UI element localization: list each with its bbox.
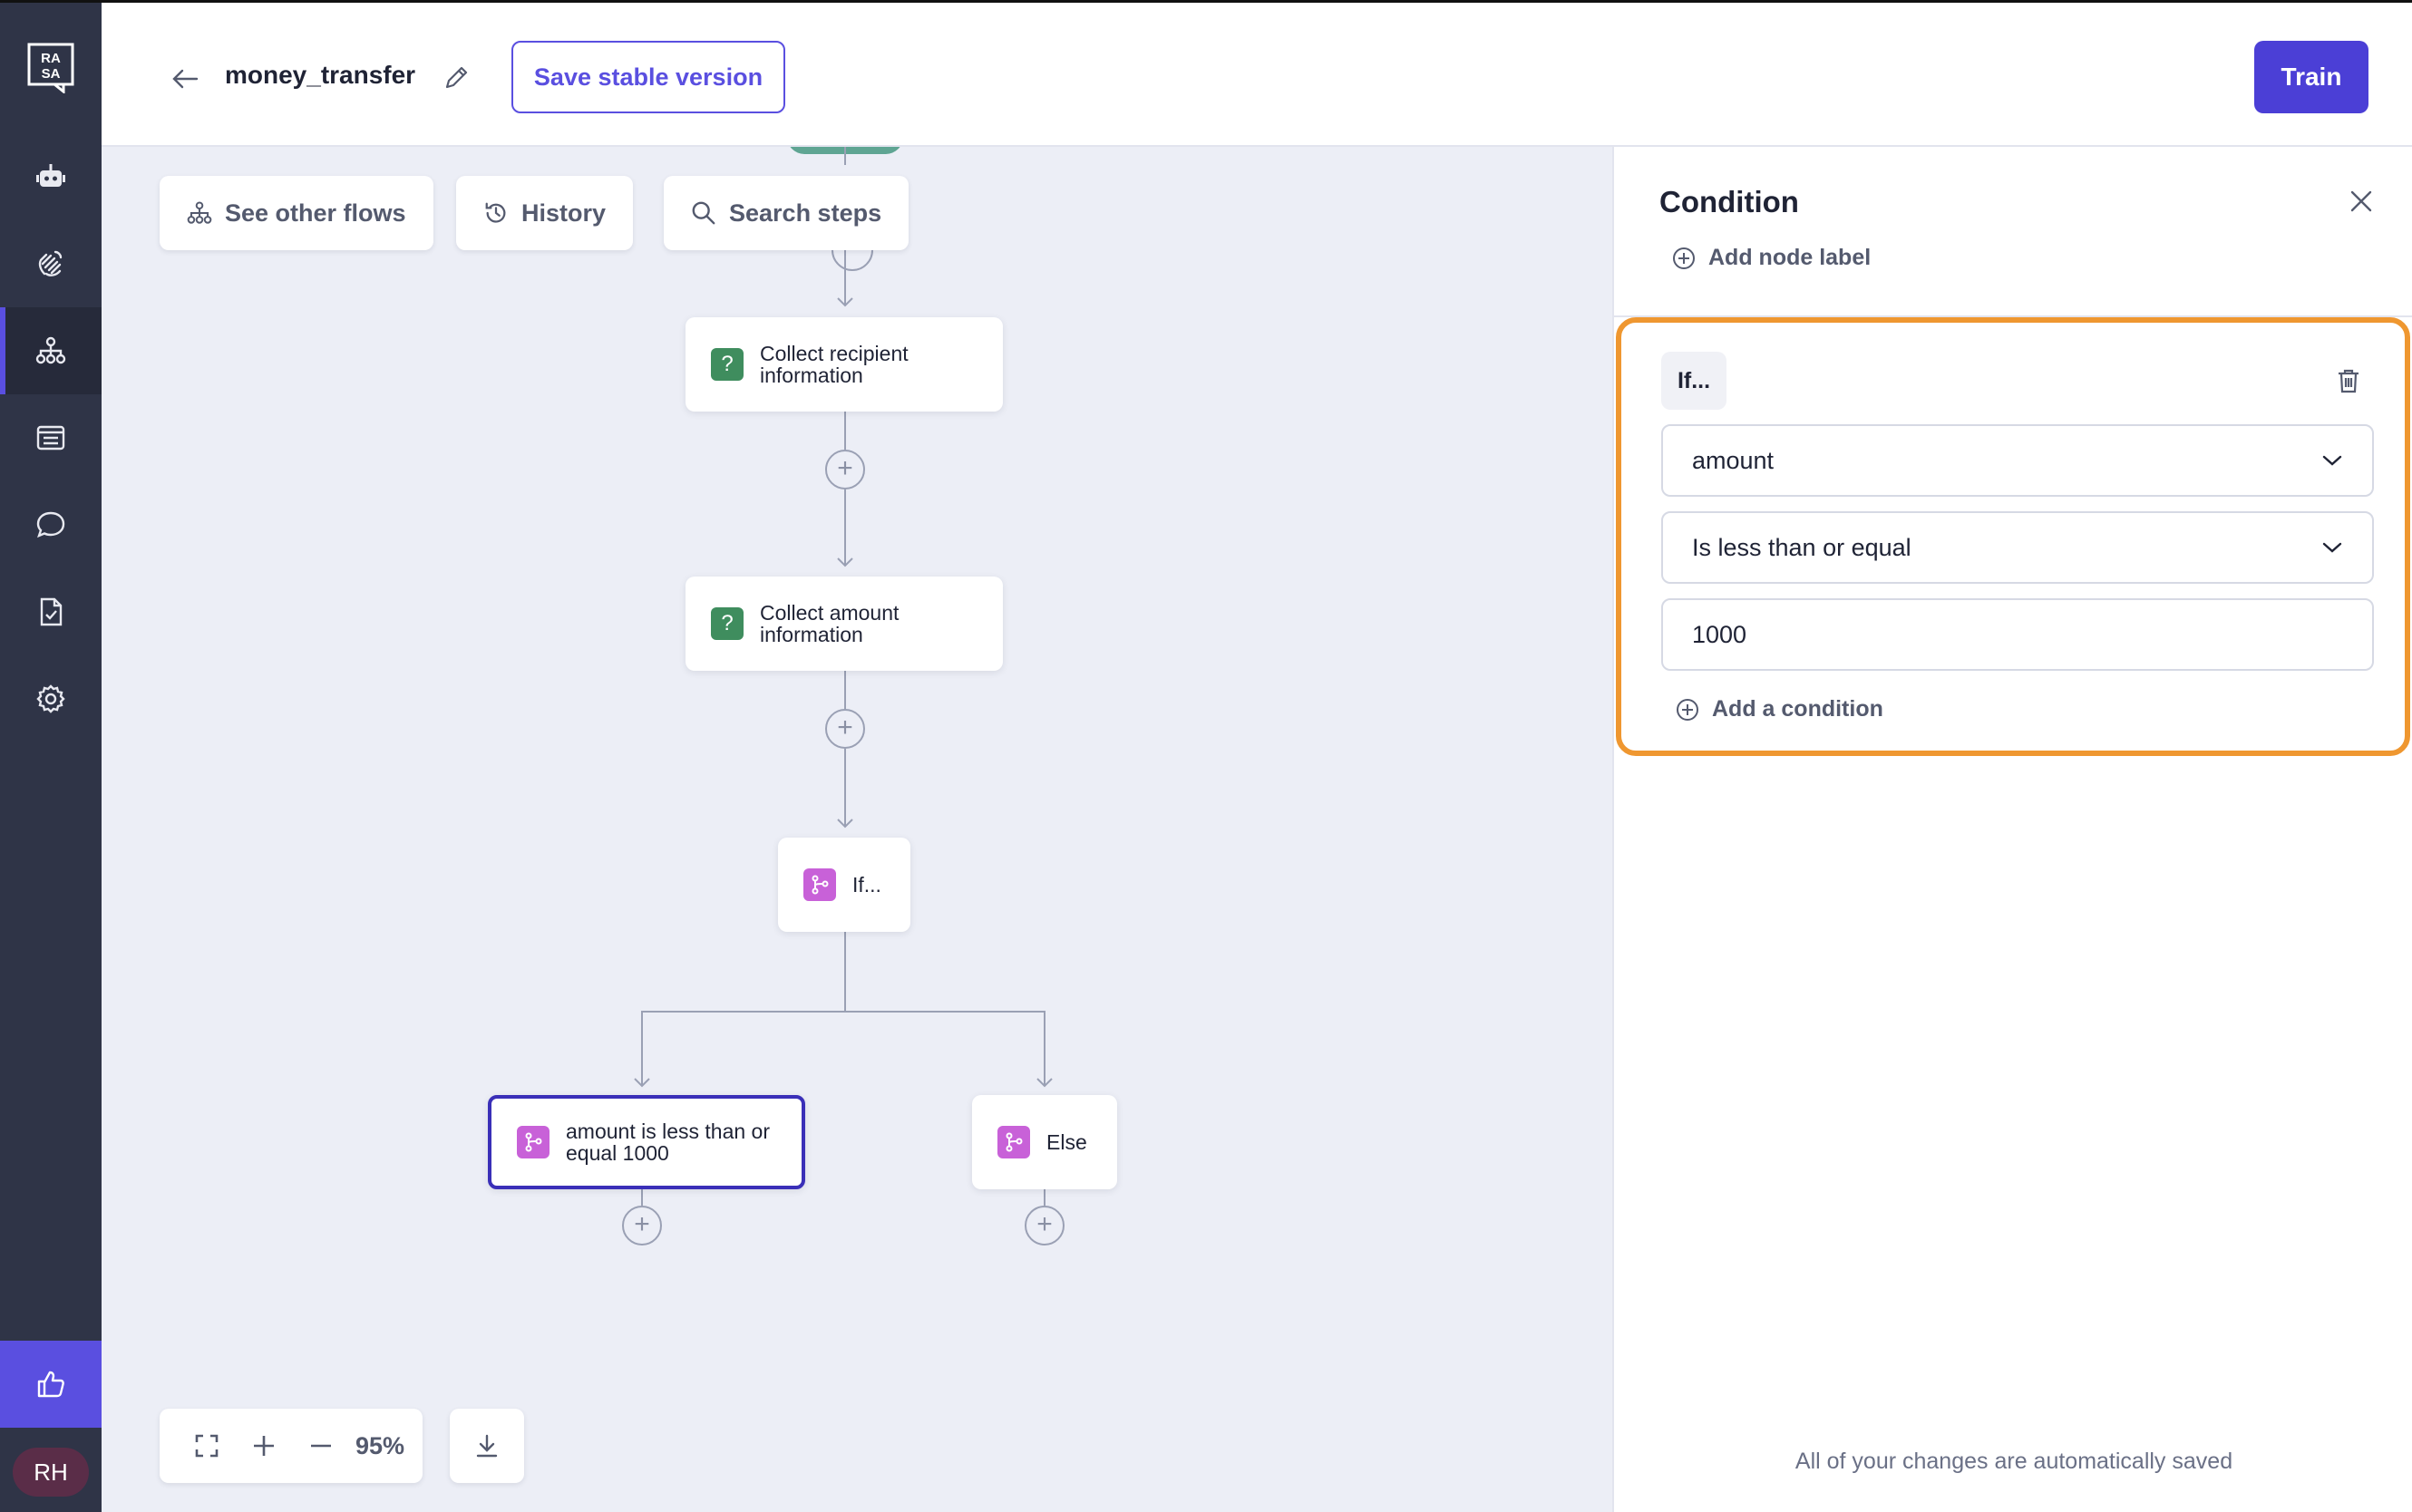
search-steps-label: Search steps xyxy=(729,199,882,227)
node-branch-condition-label: amount is less than or equal 1000 xyxy=(566,1119,771,1165)
node-collect-amount-label: Collect amount information xyxy=(760,601,900,646)
hand-wave-icon xyxy=(38,250,63,276)
node-branch-condition[interactable]: amount is less than or equal 1000 xyxy=(488,1095,805,1189)
add-step-button[interactable]: + xyxy=(825,450,865,489)
edit-flow-name-button[interactable] xyxy=(439,59,475,95)
fit-view-button[interactable] xyxy=(178,1419,235,1473)
add-step-button[interactable]: + xyxy=(825,709,865,749)
add-step-button[interactable]: + xyxy=(1025,1206,1065,1245)
search-steps-button[interactable]: Search steps xyxy=(664,176,909,250)
autosave-note: All of your changes are automatically sa… xyxy=(1794,1449,2233,1474)
flow-canvas[interactable]: See other flows History Search steps ? C… xyxy=(102,147,1612,1512)
question-icon: ? xyxy=(711,348,744,381)
delete-condition-button[interactable] xyxy=(2330,363,2367,399)
node-if[interactable]: If... xyxy=(778,838,910,932)
node-collect-recipient[interactable]: ? Collect recipient information xyxy=(686,317,1003,412)
question-icon: ? xyxy=(711,607,744,640)
logo-text-top: RA xyxy=(41,51,61,66)
branch-icon xyxy=(997,1126,1030,1158)
sidebar-item-conversations[interactable] xyxy=(0,481,102,568)
history-button[interactable]: History xyxy=(456,176,634,250)
trash-icon xyxy=(2339,369,2359,393)
add-condition-label: Add a condition xyxy=(1712,696,1883,722)
node-else[interactable]: Else xyxy=(972,1095,1117,1189)
sidebar-item-responses[interactable] xyxy=(0,394,102,481)
search-icon xyxy=(692,201,715,225)
gear-icon xyxy=(36,684,65,713)
chevron-down-icon xyxy=(2322,455,2342,466)
zoom-out-button[interactable] xyxy=(293,1419,350,1473)
node-else-label: Else xyxy=(1046,1130,1087,1154)
sidebar: RA SA RH xyxy=(0,0,102,1512)
value-input[interactable]: 1000 xyxy=(1661,598,2374,671)
condition-block: If... amount Is less than or equal 1000 … xyxy=(1616,317,2410,756)
slot-select-value: amount xyxy=(1692,446,1775,474)
flow-tree-icon xyxy=(35,336,66,364)
close-icon xyxy=(2350,190,2372,212)
if-chip: If... xyxy=(1661,352,1726,410)
save-stable-version-button[interactable]: Save stable version xyxy=(511,41,785,113)
edge-branch-tails xyxy=(641,1187,1046,1206)
flow-name: money_transfer xyxy=(225,61,416,89)
flow-edges xyxy=(634,147,1053,1206)
value-input-text: 1000 xyxy=(1692,620,1747,648)
node-if-label: If... xyxy=(852,873,881,897)
checklist-doc-icon xyxy=(40,597,63,626)
robot-icon xyxy=(36,164,65,187)
fullscreen-icon xyxy=(195,1434,218,1458)
sidebar-item-assistant[interactable] xyxy=(0,133,102,220)
zoom-level: 95% xyxy=(355,1431,404,1459)
add-node-label-text: Add node label xyxy=(1708,245,1872,270)
operator-select[interactable]: Is less than or equal xyxy=(1661,511,2374,584)
user-initials: RH xyxy=(34,1458,68,1486)
close-panel-button[interactable] xyxy=(2341,181,2381,221)
download-icon xyxy=(476,1434,498,1458)
add-node-label-button[interactable]: Add node label xyxy=(1672,245,1871,271)
download-button[interactable] xyxy=(450,1409,524,1483)
plus-circle-icon xyxy=(1677,698,1698,721)
condition-panel: Condition Add node label If... amount Is… xyxy=(1612,147,2412,1512)
plus-circle-icon xyxy=(1673,247,1695,269)
pencil-icon xyxy=(445,66,468,89)
thumbs-up-icon xyxy=(37,1371,64,1398)
see-other-flows-label: See other flows xyxy=(225,199,406,227)
panel-header: Condition Add node label xyxy=(1614,147,2412,317)
zoom-controls: 95% xyxy=(160,1409,423,1483)
add-step-button[interactable]: + xyxy=(622,1206,662,1245)
back-button[interactable] xyxy=(165,59,205,99)
sidebar-item-greetings[interactable] xyxy=(0,220,102,307)
flow-tree-icon xyxy=(187,201,212,224)
sidebar-item-tests[interactable] xyxy=(0,568,102,655)
feedback-button[interactable] xyxy=(0,1341,102,1428)
user-avatar[interactable]: RH xyxy=(13,1448,89,1497)
rasa-logo[interactable]: RA SA xyxy=(27,43,74,95)
edge-if-branches xyxy=(641,932,1046,1086)
arrow-left-icon xyxy=(172,69,199,89)
slot-select[interactable]: amount xyxy=(1661,424,2374,497)
train-button[interactable]: Train xyxy=(2254,41,2368,113)
add-condition-button[interactable]: Add a condition xyxy=(1676,696,1883,722)
plus-icon xyxy=(253,1436,274,1456)
zoom-in-button[interactable] xyxy=(235,1419,292,1473)
minus-icon xyxy=(311,1444,332,1448)
node-collect-recipient-label: Collect recipient information xyxy=(760,342,909,387)
chevron-down-icon xyxy=(2322,542,2342,553)
history-label: History xyxy=(521,199,607,227)
logo-text-bottom: SA xyxy=(42,66,61,82)
branch-icon xyxy=(803,868,836,901)
list-panel-icon xyxy=(36,425,65,451)
chat-bubble-icon xyxy=(36,511,65,538)
see-other-flows-button[interactable]: See other flows xyxy=(160,176,433,250)
node-collect-amount[interactable]: ? Collect amount information xyxy=(686,577,1003,671)
hidden-plus-arc xyxy=(832,249,873,271)
sidebar-item-settings[interactable] xyxy=(0,655,102,742)
sidebar-item-flows[interactable] xyxy=(0,307,102,394)
panel-title: Condition xyxy=(1659,185,1799,218)
operator-select-value: Is less than or equal xyxy=(1692,533,1911,561)
history-clock-icon xyxy=(485,202,506,223)
top-bar: money_transfer Save stable version Train xyxy=(102,0,2412,147)
branch-icon xyxy=(517,1126,550,1158)
